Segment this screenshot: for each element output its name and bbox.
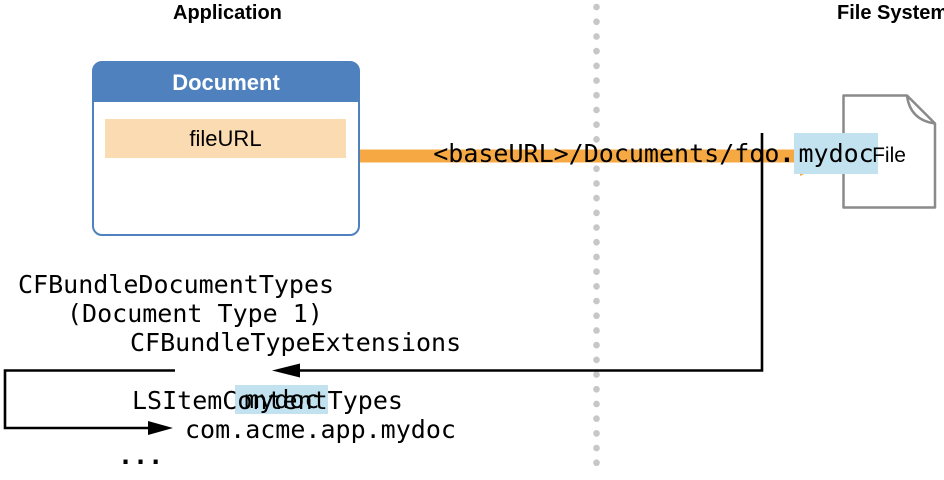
file-url-separator: . [779,139,795,168]
fileurl-field: fileURL [105,119,346,158]
header-application: Application [173,2,282,24]
header-file-system: File System [837,2,944,24]
file-url-prefix: <baseURL>/Documents/foo [433,139,780,168]
fileurl-to-file-arrow [358,136,841,176]
file-icon [842,94,937,209]
document-box: Document fileURL [92,61,360,236]
file-url-extension-highlight: mydoc [794,133,878,174]
plist-line-cfbundletypeextensions: CFBundleTypeExtensions [130,328,462,357]
connector-extension-to-plist [272,133,764,378]
plist-line-ellipsis: ... [118,441,164,470]
plist-line-cfbundledocumenttypes: CFBundleDocumentTypes [18,270,335,299]
plist-line-uti-value: com.acme.app.mydoc [185,415,456,444]
document-box-title: Document [94,63,358,102]
file-icon-label: File [872,144,906,167]
connector-plist-to-uti [3,369,175,435]
plist-mydoc-highlight: mydoc [235,385,329,414]
plist-line-mydoc: mydoc [175,356,329,443]
plist-line-lsitemcontenttypes: LSItemContentTypes [132,386,403,415]
file-url-path-label: <baseURL>/Documents/foo.mydoc [373,92,878,174]
plist-line-document-type-1: (Document Type 1) [67,299,323,328]
